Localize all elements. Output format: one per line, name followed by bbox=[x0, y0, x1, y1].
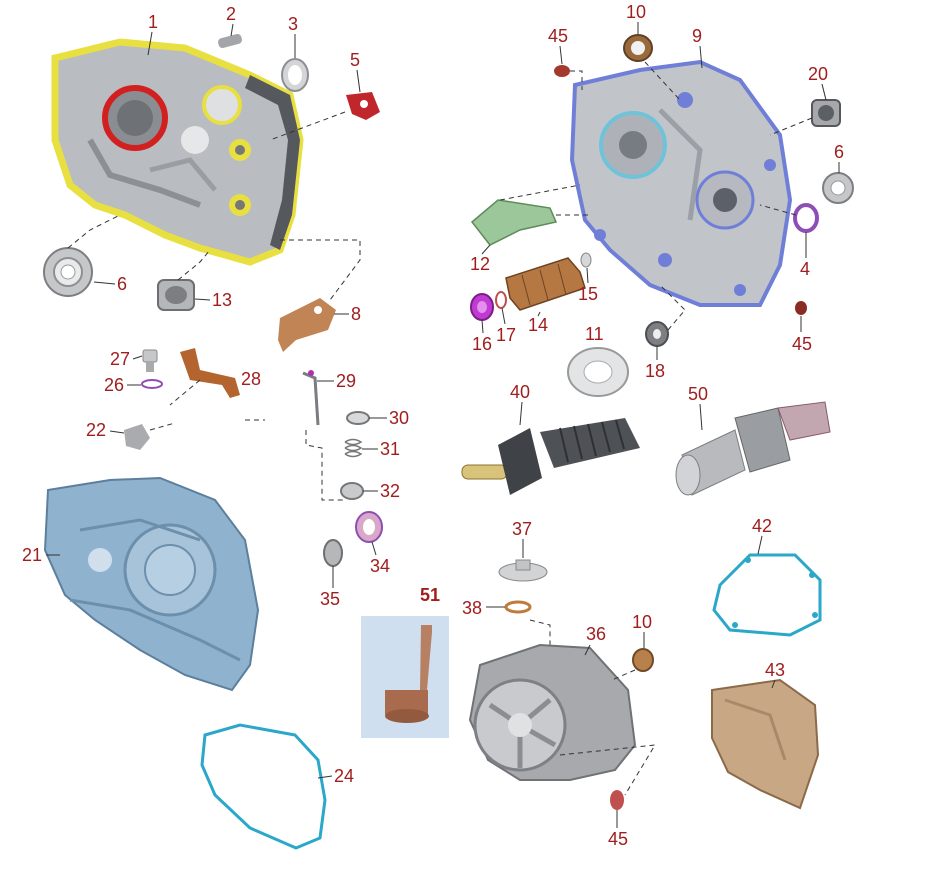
washer-icon bbox=[346, 411, 370, 425]
label-part-28: 28 bbox=[241, 369, 261, 389]
bushing-bronze-icon-2 bbox=[632, 648, 654, 672]
label-part-45a: 45 bbox=[548, 26, 568, 46]
label-part-51: 51 bbox=[420, 585, 440, 605]
bracket-icon bbox=[346, 92, 380, 120]
crankcase-left-icon bbox=[51, 38, 304, 266]
label-part-9: 9 bbox=[692, 26, 702, 46]
thrust-washer-icon bbox=[567, 347, 629, 397]
label-part-24: 24 bbox=[334, 766, 354, 786]
dowel-sleeve-icon-3 bbox=[610, 790, 624, 810]
label-part-5: 5 bbox=[350, 50, 360, 70]
label-part-3: 3 bbox=[288, 14, 298, 34]
oil-seal-purple-icon bbox=[793, 203, 819, 233]
label-part-45b: 45 bbox=[792, 334, 812, 354]
label-part-18: 18 bbox=[645, 361, 665, 381]
o-ring-icon bbox=[141, 379, 163, 389]
label-part-42: 42 bbox=[752, 516, 772, 536]
shift-drum-icon bbox=[505, 257, 586, 311]
label-part-10a: 10 bbox=[626, 2, 646, 22]
label-part-37: 37 bbox=[512, 519, 532, 539]
label-part-45c: 45 bbox=[608, 829, 628, 849]
cap-o-ring-icon bbox=[504, 600, 532, 614]
spring-cup-icon bbox=[340, 482, 364, 500]
collar-icon bbox=[645, 321, 669, 347]
label-part-14: 14 bbox=[528, 315, 548, 335]
generator-cover-icon bbox=[468, 643, 637, 781]
plug-cap-icon bbox=[124, 424, 150, 450]
bracket-copper-icon bbox=[278, 298, 336, 352]
shift-lever-icon bbox=[180, 348, 240, 398]
drum-washer-icon bbox=[495, 291, 507, 309]
dowel-sleeve-icon bbox=[554, 65, 570, 77]
label-part-43: 43 bbox=[765, 660, 785, 680]
label-part-4: 4 bbox=[800, 259, 810, 279]
label-part-36: 36 bbox=[586, 624, 606, 644]
clutch-cover-icon bbox=[43, 476, 260, 692]
label-part-32: 32 bbox=[380, 481, 400, 501]
label-part-11: 11 bbox=[585, 324, 604, 344]
bushing-icon bbox=[281, 58, 309, 92]
oil-seal-icon bbox=[355, 511, 383, 543]
label-part-29: 29 bbox=[336, 371, 356, 391]
spring-icon bbox=[344, 438, 363, 458]
label-part-40: 40 bbox=[510, 382, 530, 402]
chain-guide-icon bbox=[470, 199, 558, 246]
shift-rod-icon bbox=[302, 370, 320, 426]
label-part-38: 38 bbox=[462, 598, 482, 618]
gasket-generator-icon bbox=[712, 553, 822, 637]
gasket-clutch-icon bbox=[200, 723, 327, 850]
label-part-50: 50 bbox=[688, 384, 708, 404]
label-part-12: 12 bbox=[470, 254, 490, 274]
label-part-35: 35 bbox=[320, 589, 340, 609]
filler-cap-icon bbox=[498, 559, 548, 582]
label-part-30: 30 bbox=[389, 408, 409, 428]
label-part-34: 34 bbox=[370, 556, 390, 576]
bearing-icon bbox=[43, 247, 93, 297]
label-part-26: 26 bbox=[104, 375, 124, 395]
label-part-8: 8 bbox=[351, 304, 361, 324]
label-part-16: 16 bbox=[472, 334, 492, 354]
shaft-inset-panel bbox=[361, 616, 449, 738]
label-part-6a: 6 bbox=[117, 274, 127, 294]
bearing-right-icon bbox=[822, 172, 854, 204]
dowel-sleeve-icon-2 bbox=[795, 301, 807, 315]
needle-bearing-icon bbox=[157, 279, 195, 311]
bushing-small-icon bbox=[323, 539, 343, 567]
label-part-20: 20 bbox=[808, 64, 828, 84]
label-part-15: 15 bbox=[578, 284, 598, 304]
label-part-10b: 10 bbox=[632, 612, 652, 632]
label-part-13: 13 bbox=[212, 290, 232, 310]
label-part-22: 22 bbox=[86, 420, 106, 440]
pivot-pin-icon bbox=[675, 401, 831, 496]
needle-bearing-right-icon bbox=[811, 99, 841, 127]
label-part-27: 27 bbox=[110, 349, 130, 369]
dowel-pin-icon bbox=[218, 33, 242, 49]
label-part-1: 1 bbox=[148, 12, 158, 32]
label-part-21: 21 bbox=[22, 545, 42, 565]
sprocket-cover-icon bbox=[711, 678, 820, 810]
label-part-31: 31 bbox=[380, 439, 400, 459]
label-part-2: 2 bbox=[226, 4, 236, 24]
drain-bolt-icon bbox=[461, 418, 640, 495]
label-part-6b: 6 bbox=[834, 142, 844, 162]
drum-cap-icon bbox=[470, 293, 494, 321]
crankcase-right-icon bbox=[569, 59, 793, 307]
bushing-bronze-icon bbox=[623, 34, 653, 62]
label-part-17: 17 bbox=[496, 325, 516, 345]
sensor-bolt-icon bbox=[142, 349, 158, 372]
drum-pin-icon bbox=[580, 252, 592, 268]
